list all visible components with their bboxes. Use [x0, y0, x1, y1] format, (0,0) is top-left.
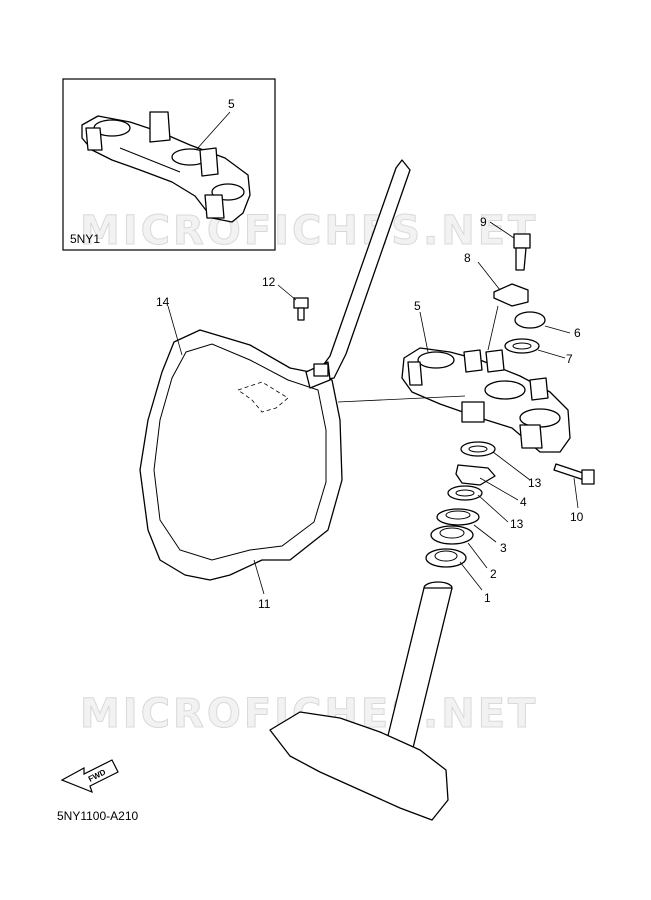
upper-clamp [401, 347, 571, 453]
inset-label: 5NY1 [70, 232, 100, 246]
callout-13-upper: 13 [528, 476, 542, 490]
watermark-top: MICROFICHES.NET [80, 208, 538, 254]
callout-4: 4 [520, 495, 527, 509]
callout-3: 3 [500, 541, 507, 555]
part-13a [460, 441, 496, 457]
bearing-stack [425, 441, 496, 568]
steering-stem [269, 581, 453, 821]
callout-7: 7 [566, 352, 573, 366]
callout-12: 12 [262, 275, 276, 289]
callout-5: 5 [414, 299, 421, 313]
part-8 [493, 283, 529, 307]
callout-11: 11 [258, 597, 271, 611]
inset-leader [195, 111, 231, 151]
callout-13-lower: 13 [510, 517, 524, 531]
number-plate [139, 159, 411, 581]
part-10 [553, 463, 595, 485]
part-6 [514, 311, 546, 329]
inset-upper-bracket [81, 111, 251, 223]
callout-5-inset: 5 [228, 97, 235, 111]
callout-8: 8 [464, 251, 471, 265]
callout-14: 14 [156, 295, 170, 309]
part-4 [455, 464, 496, 486]
part-13b [447, 485, 483, 501]
inset-panel: 5 5NY1 [62, 78, 276, 251]
fwd-arrow-icon: FWD [60, 759, 119, 794]
inset-frame [62, 78, 276, 251]
part-2 [430, 525, 474, 545]
leader-lines [167, 221, 579, 595]
callout-10: 10 [570, 510, 584, 524]
callout-6: 6 [574, 326, 581, 340]
plate-strap [317, 159, 411, 381]
part-9 [513, 233, 531, 271]
part-7 [504, 338, 540, 354]
callout-9: 9 [480, 215, 487, 229]
part-1 [425, 548, 467, 568]
plate-outer [139, 329, 343, 581]
diagram-code: 5NY1100-A210 [57, 809, 138, 823]
part-12 [293, 297, 309, 321]
callout-1: 1 [484, 591, 491, 605]
callout-2: 2 [490, 567, 497, 581]
